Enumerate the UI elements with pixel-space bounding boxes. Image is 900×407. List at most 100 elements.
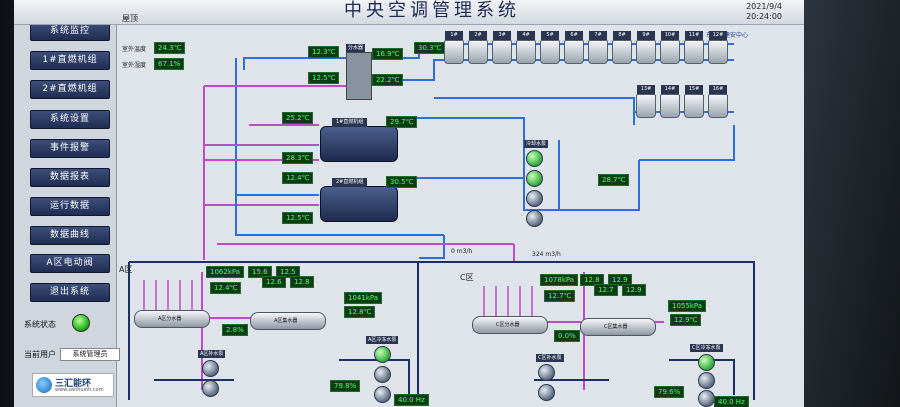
outdoor-humidity-label: 室外湿度 bbox=[122, 62, 147, 69]
reading-r11: 12.5℃ bbox=[282, 212, 314, 224]
cooling-tower-2[interactable]: 2# bbox=[468, 31, 488, 64]
system-status-indicator bbox=[72, 314, 90, 332]
cooling-tower-10[interactable]: 10# bbox=[660, 31, 680, 64]
sidebar: 系统监控 1#直燃机组 2#直燃机组 系统设置 事件报警 数据报表 运行数据 数… bbox=[14, 0, 120, 407]
cooling-tower-13[interactable]: 13# bbox=[636, 85, 656, 118]
hmi-screen: 系统监控 1#直燃机组 2#直燃机组 系统设置 事件报警 数据报表 运行数据 数… bbox=[14, 0, 804, 407]
zone-c-supply-header-label: C区分水器 bbox=[496, 322, 520, 328]
roof-label: 屋顶 bbox=[122, 14, 138, 23]
cooling-tower-5[interactable]: 5# bbox=[540, 31, 560, 64]
zone-c-return-header bbox=[580, 318, 656, 336]
nav-chiller-2[interactable]: 2#直燃机组 bbox=[30, 80, 110, 99]
zone-c-supply-header bbox=[472, 316, 548, 334]
zone-c-chw-pump-2[interactable] bbox=[698, 372, 715, 389]
cooling-tower-15[interactable]: 15# bbox=[684, 85, 704, 118]
flow-2: 324 m3/h bbox=[532, 251, 561, 258]
zone-a-reading-1: 15.6 bbox=[248, 266, 272, 278]
zone-c-pump-tag: C区补水泵 bbox=[536, 354, 564, 362]
zone-c-reading-4: 12.9 bbox=[622, 284, 646, 296]
tower-number: 6# bbox=[565, 31, 583, 40]
company-logo: 三汇能环 www.sanhuinh.com bbox=[32, 373, 114, 397]
tower-number: 12# bbox=[709, 31, 727, 40]
cooling-tower-7[interactable]: 7# bbox=[588, 31, 608, 64]
nav-zone-a-valve[interactable]: A区电动阀 bbox=[30, 254, 110, 273]
nav-run-data[interactable]: 运行数据 bbox=[30, 197, 110, 216]
zone-c-chw-pump-3[interactable] bbox=[698, 390, 715, 407]
cooling-tower-11[interactable]: 11# bbox=[684, 31, 704, 64]
date-display: 2021/9/4 bbox=[746, 2, 782, 11]
cooling-pump-tag: 冷却水泵 bbox=[524, 140, 549, 148]
chiller-2[interactable] bbox=[320, 186, 398, 222]
reading-r12: 28.7℃ bbox=[598, 174, 630, 186]
cooling-tower-14[interactable]: 14# bbox=[660, 85, 680, 118]
tower-number: 8# bbox=[613, 31, 631, 40]
zone-a-makeup-pump-1[interactable] bbox=[202, 360, 219, 377]
tower-number: 7# bbox=[589, 31, 607, 40]
nav-data-curve[interactable]: 数据曲线 bbox=[30, 226, 110, 245]
tower-number: 11# bbox=[685, 31, 703, 40]
zone-c-return-temp: 12.9℃ bbox=[670, 314, 702, 326]
nav-event-alarm[interactable]: 事件报警 bbox=[30, 139, 110, 158]
zone-a-chw-pump-tag: A区冷冻水泵 bbox=[366, 336, 399, 344]
cooling-tower-8[interactable]: 8# bbox=[612, 31, 632, 64]
chiller-1-label: 1#直燃机组 bbox=[332, 118, 368, 127]
reading-r2: 16.9℃ bbox=[372, 48, 404, 60]
logo-url: www.sanhuinh.com bbox=[55, 387, 104, 393]
cooling-pump-2[interactable] bbox=[526, 170, 543, 187]
zone-c-reading-1: 12.8 bbox=[580, 274, 604, 286]
zone-a-chw-pump-2[interactable] bbox=[374, 366, 391, 383]
zone-c-hz: 40.0 Hz bbox=[714, 396, 749, 407]
tower-number: 9# bbox=[637, 31, 655, 40]
cooling-manifold bbox=[346, 52, 372, 100]
cooling-pump-3[interactable] bbox=[526, 190, 543, 207]
zone-a-makeup-pump-2[interactable] bbox=[202, 380, 219, 397]
chiller-1[interactable] bbox=[320, 126, 398, 162]
zone-c-chw-pump-1[interactable] bbox=[698, 354, 715, 371]
cooling-tower-1[interactable]: 1# bbox=[444, 31, 464, 64]
manifold-tag: 分水器 bbox=[346, 44, 366, 52]
zone-a-label: A区 bbox=[119, 265, 133, 274]
tower-number: 13# bbox=[637, 85, 655, 94]
location-label: 东方路建安中心 bbox=[706, 32, 749, 39]
flow-1: 0 m3/h bbox=[451, 248, 473, 255]
zone-a-pump-tag: A区补水泵 bbox=[198, 350, 226, 358]
title-bar: 中央空调管理系统 2021/9/4 20:24:00 bbox=[14, 0, 804, 25]
reading-r6: 25.2℃ bbox=[282, 112, 314, 124]
logo-icon bbox=[36, 377, 52, 393]
zone-a-valve-pct: 2.8% bbox=[222, 324, 248, 336]
zone-c-freq: 79.6% bbox=[654, 386, 685, 398]
zone-a-supply-pressure: 1062kPa bbox=[206, 266, 245, 278]
cooling-tower-6[interactable]: 6# bbox=[564, 31, 584, 64]
zone-a-supply-temp: 12.4℃ bbox=[210, 282, 242, 294]
tower-number: 4# bbox=[517, 31, 535, 40]
zone-a-chw-pump-3[interactable] bbox=[374, 386, 391, 403]
cooling-pump-1[interactable] bbox=[526, 150, 543, 167]
zone-a-reading-3: 12.6 bbox=[262, 276, 286, 288]
cooling-tower-9[interactable]: 9# bbox=[636, 31, 656, 64]
cooling-tower-12[interactable]: 12# bbox=[708, 31, 728, 64]
nav-exit-system[interactable]: 退出系统 bbox=[30, 283, 110, 302]
current-user-label: 当前用户 bbox=[24, 350, 56, 359]
zone-a-return-temp: 12.8℃ bbox=[344, 306, 376, 318]
zone-a-supply-header-label: A区分水器 bbox=[158, 316, 182, 322]
reading-r1: 12.3℃ bbox=[308, 46, 340, 58]
outdoor-temp-label: 室外温度 bbox=[122, 46, 147, 53]
nav-chiller-1[interactable]: 1#直燃机组 bbox=[30, 51, 110, 70]
zone-c-reading-2: 12.9 bbox=[608, 274, 632, 286]
zone-a-supply-header bbox=[134, 310, 210, 328]
time-display: 20:24:00 bbox=[746, 12, 782, 21]
zone-c-makeup-pump-1[interactable] bbox=[538, 364, 555, 381]
zone-c-makeup-pump-2[interactable] bbox=[538, 384, 555, 401]
nav-data-report[interactable]: 数据报表 bbox=[30, 168, 110, 187]
zone-c-supply-temp: 12.7℃ bbox=[544, 290, 576, 302]
reading-r5: 22.2℃ bbox=[372, 74, 404, 86]
tower-number: 3# bbox=[493, 31, 511, 40]
cooling-tower-3[interactable]: 3# bbox=[492, 31, 512, 64]
tower-number: 14# bbox=[661, 85, 679, 94]
cooling-pump-4[interactable] bbox=[526, 210, 543, 227]
cooling-tower-4[interactable]: 4# bbox=[516, 31, 536, 64]
cooling-tower-16[interactable]: 16# bbox=[708, 85, 728, 118]
nav-system-settings[interactable]: 系统设置 bbox=[30, 110, 110, 129]
zone-a-chw-pump-1[interactable] bbox=[374, 346, 391, 363]
current-user-value: 系统管理员 bbox=[60, 348, 120, 361]
